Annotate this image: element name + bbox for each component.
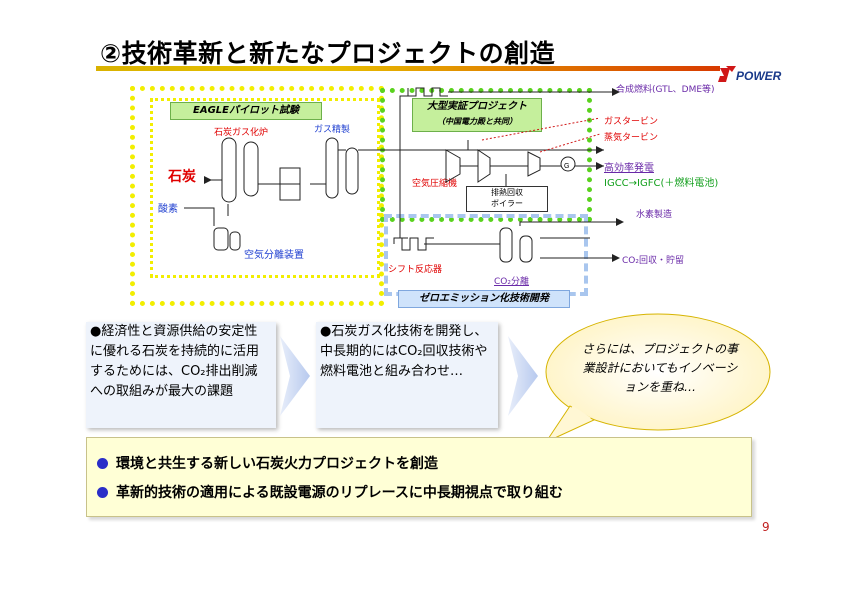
oxygen-label: 酸素 [158,204,178,215]
big-demo-subtitle: （中国電力殿と共同） [437,117,517,126]
air-separation-unit [213,227,229,251]
steam-turbine-label: 蒸気タービン [604,133,659,143]
title-underline [96,66,720,71]
hrsg-label-2: ボイラー [491,199,523,208]
air-compressor-label: 空気圧縮機 [412,179,458,189]
hrsg-box: 排熱回収 ボイラー [466,186,548,212]
bullet-dot-icon [97,458,108,469]
shift-reactor-label: シフト反応器 [388,265,443,275]
gas-purify-label: ガス精製 [314,125,351,135]
hrsg-label-1: 排熱回収 [491,188,523,197]
middle-panel-text: ●石炭ガス化技術を開発し、中長期的にはCO₂回収技術や燃料電池と組み合わせ… [320,324,488,379]
co2-separation-label: CO₂分離 [494,277,529,287]
big-demo-title: 大型実証プロジェクト [427,101,527,112]
summary-item-text: 革新的技術の適用による既設電源のリプレースに中長期視点で取り組む [116,485,563,501]
summary-item-text: 環境と共生する新しい石炭火力プロジェクトを創造 [116,456,438,472]
summary-item: 環境と共生する新しい石炭火力プロジェクトを創造 [97,453,438,473]
big-demo-label: 大型実証プロジェクト （中国電力殿と共同） [412,98,542,132]
generator-symbol: G [564,163,569,170]
purifier-vessel [325,137,339,199]
page-title: ②技術革新と新たなプロジェクトの創造 [100,39,556,68]
co2-storage-label: CO₂回収・貯留 [622,256,684,266]
co2-separator-column [499,227,513,263]
high-efficiency-label: 高効率発電 [604,163,654,174]
gas-turbine-label: ガスタービン [604,117,659,127]
summary-box: 環境と共生する新しい石炭火力プロジェクトを創造 革新的技術の適用による既設電源の… [86,437,752,517]
chevron-right-icon [280,336,310,416]
process-flow-diagram: G [184,87,624,263]
left-panel-text: ●経済性と資源供給の安定性に優れる石炭を持続的に活用するためには、CO₂排出削減… [90,324,260,399]
gasifier-vessel-2 [243,141,259,197]
gas-turbine-shape [445,149,461,183]
coal-label: 石炭 [168,169,196,185]
logo-text: POWER [736,69,782,83]
zero-emission-label: ゼロエミッション化技術開発 [398,290,570,308]
gasifier-vessel [221,137,237,203]
j-power-logo: POWER [718,66,782,83]
bullet-dot-icon [97,487,108,498]
steam-turbine-shape [527,151,541,177]
air-separation-label: 空気分離装置 [244,250,304,261]
air-separation-unit-2 [229,231,241,251]
callout-text: さらには、プロジェクトの事業設計においてもイノベーションを重ね… [581,342,738,394]
big-demo-box [380,88,592,222]
page-number: 9 [762,520,770,534]
generator-shape [560,156,576,172]
igfc-label: IGCC→IGFC(＋燃料電池) [604,178,719,189]
eagle-pilot-inner-box [150,98,380,278]
summary-item: 革新的技術の適用による既設電源のリプレースに中長期視点で取り組む [97,482,563,502]
gasifier-label: 石炭ガス化炉 [214,128,269,138]
hydrogen-label: 水素製造 [636,210,673,220]
middle-panel: ●石炭ガス化技術を開発し、中長期的にはCO₂回収技術や燃料電池と組み合わせ… [316,322,498,428]
co2-separator-column-2 [519,235,533,263]
chevron-right-icon [508,336,538,416]
eagle-label: EAGLEパイロット試験 [170,102,322,120]
speech-bubble [544,313,771,444]
purifier-vessel-2 [345,147,359,195]
left-panel: ●経済性と資源供給の安定性に優れる石炭を持続的に活用するためには、CO₂排出削減… [86,322,276,428]
synfuel-label: 合成燃料(GTL、DME等) [616,85,715,95]
